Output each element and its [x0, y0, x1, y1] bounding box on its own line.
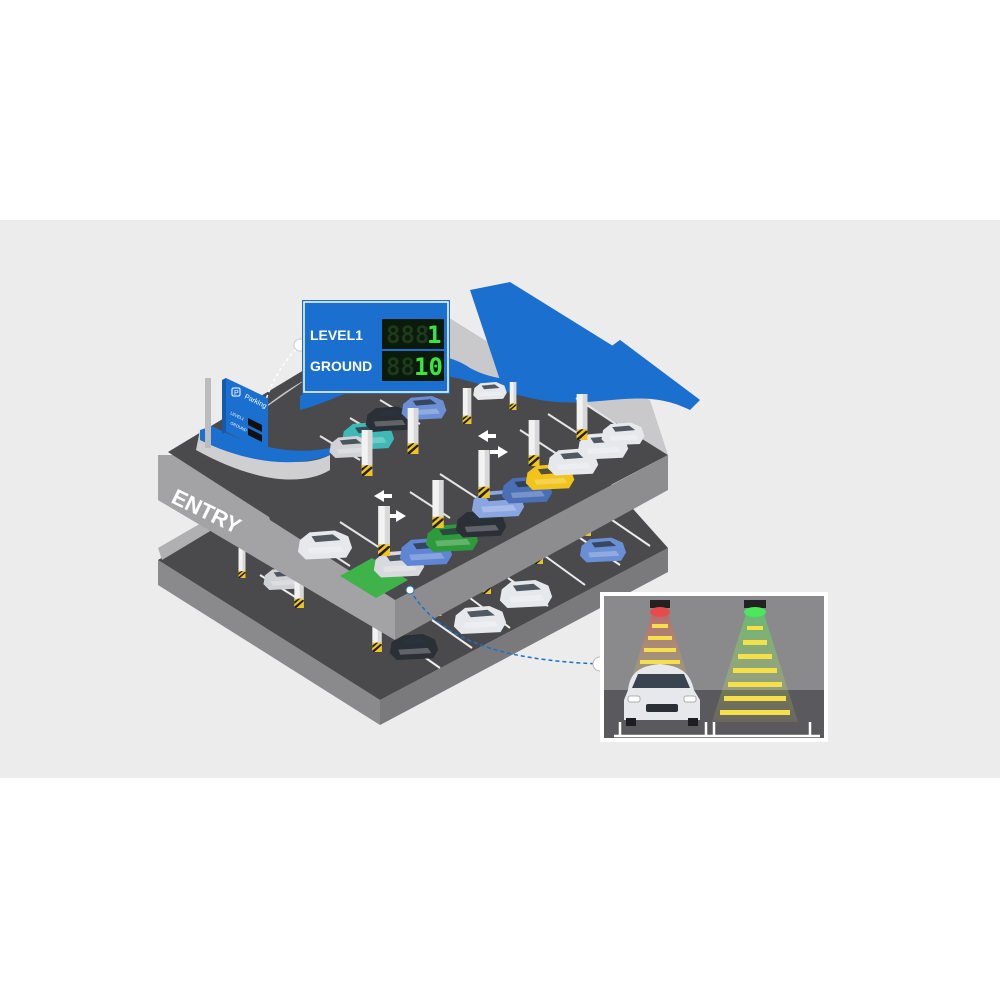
level1-label: LEVEL1 [310, 327, 363, 343]
small-parking-sign: P Parking LEVEL1 GROUND [205, 378, 268, 452]
availability-display-sign: LEVEL1 888 1 GROUND 88 10 [265, 300, 450, 401]
small-sign-level-label: LEVEL1 [230, 410, 246, 421]
ground-dim-digits: 88 [386, 353, 415, 381]
ground-label: GROUND [310, 358, 372, 374]
small-sign-p-letter: P [234, 390, 239, 397]
vacant-spot-highlight [340, 558, 408, 598]
level1-count: 1 [427, 321, 441, 349]
ground-count: 10 [414, 353, 443, 381]
parked-car-front [624, 664, 700, 726]
sensor-inset [405, 585, 828, 742]
direction-arrows [374, 430, 508, 522]
vacant-sensor [712, 600, 798, 722]
level1-dim-digits: 888 [386, 321, 429, 349]
